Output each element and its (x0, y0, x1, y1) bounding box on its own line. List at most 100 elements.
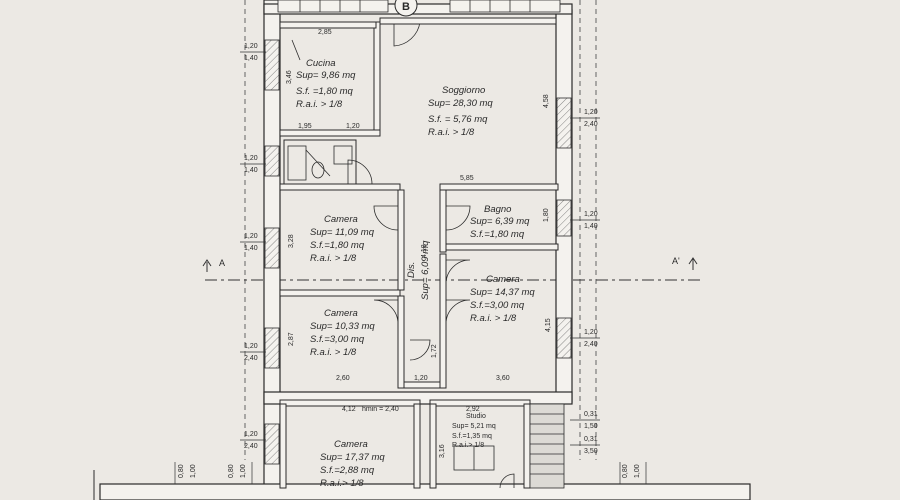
side-stairs (529, 403, 565, 489)
dim-cucina-width: 2,85 (318, 29, 332, 36)
interior-dimensions: 2,85 3,46 1,95 1,20 4,58 5,85 1,80 3,28 … (286, 29, 552, 458)
soggiorno-sf: S.f. = 5,76 mq (428, 114, 488, 125)
room-bagno: Bagno Sup= 6,39 mq S.f.=1,80 mq (470, 204, 530, 240)
dim-camera2-width: 3,60 (496, 375, 510, 382)
bottom-dim-6: 1,00 (634, 464, 641, 478)
dim-cucina-height: 3,46 (286, 70, 293, 84)
right-dim-2-bot: 1,40 (584, 223, 598, 230)
room-studio: Studio Sup= 5,21 mq S.f.=1,35 mq R.a.i.>… (452, 413, 496, 449)
camera1-name: Camera (324, 214, 358, 225)
bagno-sup: Sup= 6,39 mq (470, 216, 530, 227)
dim-cucina-bottom-right: 1,20 (346, 123, 360, 130)
right-dim-4-a: 0,31 (584, 411, 598, 418)
camera2-rai: R.a.i. > 1/8 (470, 313, 517, 324)
left-dim-5-bot: 2,40 (244, 443, 258, 450)
room-camera-3: Camera Sup= 10,33 mq S.f.=3,00 mq R.a.i.… (310, 308, 375, 358)
bottom-dimensions: 0,80 1,00 0,80 1,00 0,80 1,00 (174, 462, 647, 484)
right-dim-4-c: 0,31 (584, 436, 598, 443)
right-dim-4-b: 1,50 (584, 423, 598, 430)
room-soggiorno: Soggiorno Sup= 28,30 mq S.f. = 5,76 mq R… (428, 85, 493, 138)
cucina-rai: R.a.i. > 1/8 (296, 99, 343, 110)
camera3-sf: S.f.=3,00 mq (310, 334, 365, 345)
left-dim-1-top: 1,20 (244, 43, 258, 50)
left-dim-2-top: 1,20 (244, 155, 258, 162)
top-stairs (277, 0, 561, 13)
right-dim-3-bot: 2,40 (584, 341, 598, 348)
studio-rai: R.a.i.> 1/8 (452, 442, 484, 449)
window-hatches (264, 39, 572, 465)
studio-sf: S.f.=1,35 mq (452, 433, 492, 440)
studio-name: Studio (466, 413, 486, 420)
camera1-sup: Sup= 11,09 mq (310, 227, 375, 238)
room-cucina: Cucina Sup= 9,86 mq S.f. =1,80 mq R.a.i.… (296, 58, 356, 110)
left-dim-3-bot: 1,40 (244, 245, 258, 252)
dis-name: Dis. (406, 262, 417, 278)
room-camera-4: Camera Sup= 17,37 mq S.f.=2,88 mq R.a.i.… (320, 439, 385, 489)
soggiorno-sup: Sup= 28,30 mq (428, 98, 493, 109)
dim-dis-height: 4,18 (421, 244, 428, 258)
left-dim-1-bot: 1,40 (244, 55, 258, 62)
cucina-sf: S.f. =1,80 mq (296, 86, 353, 97)
right-dim-1-top: 1,20 (584, 109, 598, 116)
left-dim-3-top: 1,20 (244, 233, 258, 240)
camera2-name: Camera (486, 274, 520, 285)
soggiorno-rai: R.a.i. > 1/8 (428, 127, 475, 138)
camera2-sup: Sup= 14,37 mq (470, 287, 535, 298)
studio-sup: Sup= 5,21 mq (452, 423, 496, 430)
right-dim-1-bot: 2,40 (584, 121, 598, 128)
camera4-rai: R.a.i.> 1/8 (320, 478, 364, 489)
dim-camera3-height: 2,87 (288, 332, 295, 346)
dim-camera2-height: 4,15 (545, 318, 552, 332)
dim-bagno-height: 1,80 (543, 208, 550, 222)
dim-dis-lower-width: 1,72 (431, 344, 438, 358)
cucina-sup: Sup= 9,86 mq (296, 70, 356, 81)
bagno-sf: S.f.=1,80 mq (470, 229, 525, 240)
dim-soggiorno-height: 4,58 (543, 94, 550, 108)
camera4-name: Camera (334, 439, 368, 450)
right-dim-2-top: 1,20 (584, 211, 598, 218)
bottom-dim-4: 1,00 (240, 464, 247, 478)
left-window-dimensions: 1,20 1,40 1,20 1,40 1,20 1,40 1,20 2,40 … (240, 43, 266, 450)
studio-fixture (453, 445, 515, 489)
camera1-rai: R.a.i. > 1/8 (310, 253, 357, 264)
section-line: A A' (202, 256, 700, 281)
camera4-sf: S.f.=2,88 mq (320, 465, 375, 476)
left-dim-5-top: 1,20 (244, 431, 258, 438)
section-label-right: A' (672, 256, 680, 266)
outer-walls (93, 0, 751, 500)
dim-dis-width: 1,20 (414, 375, 428, 382)
dim-camera4-top: 4,12 (342, 406, 356, 413)
room-disimpegno: Dis. Sup= 6,09 mq (406, 240, 431, 300)
camera3-rai: R.a.i. > 1/8 (310, 347, 357, 358)
room-camera-2: Camera Sup= 14,37 mq S.f.=3,00 mq R.a.i.… (470, 274, 535, 324)
camera1-sf: S.f.=1,80 mq (310, 240, 365, 251)
left-dim-4-bot: 2,40 (244, 355, 258, 362)
camera4-sup: Sup= 17,37 mq (320, 452, 385, 463)
right-dim-3-top: 1,20 (584, 329, 598, 336)
dim-soggiorno-bottom: 5,85 (460, 175, 474, 182)
dim-camera4-height: 3,16 (439, 444, 446, 458)
bottom-dim-3: 0,80 (228, 464, 235, 478)
camera3-sup: Sup= 10,33 mq (310, 321, 375, 332)
cucina-name: Cucina (306, 58, 336, 69)
bagno-name: Bagno (484, 204, 511, 215)
right-dim-4-d: 3,50 (584, 448, 598, 455)
soggiorno-name: Soggiorno (442, 85, 485, 96)
wc-fixtures (287, 145, 353, 181)
bottom-dim-5: 0,80 (622, 464, 629, 478)
dim-studio-width: 2,92 (466, 406, 480, 413)
dim-cucina-bottom-left: 1,95 (298, 123, 312, 130)
dis-sup: Sup= 6,09 mq (420, 240, 431, 300)
left-dim-4-top: 1,20 (244, 343, 258, 350)
bottom-dim-1: 0,80 (178, 464, 185, 478)
door-swings (291, 39, 471, 361)
construction-lines (244, 0, 597, 460)
camera2-sf: S.f.=3,00 mq (470, 300, 525, 311)
door-marker-b: B (393, 0, 421, 47)
right-window-dimensions: 1,20 2,40 1,20 1,40 1,20 2,40 0,31 1,50 … (570, 109, 600, 455)
camera3-name: Camera (324, 308, 358, 319)
dim-camera4-top-note: hmin = 2,40 (362, 406, 399, 413)
dim-camera1-height: 3,28 (288, 234, 295, 248)
section-label-left: A (219, 258, 225, 268)
